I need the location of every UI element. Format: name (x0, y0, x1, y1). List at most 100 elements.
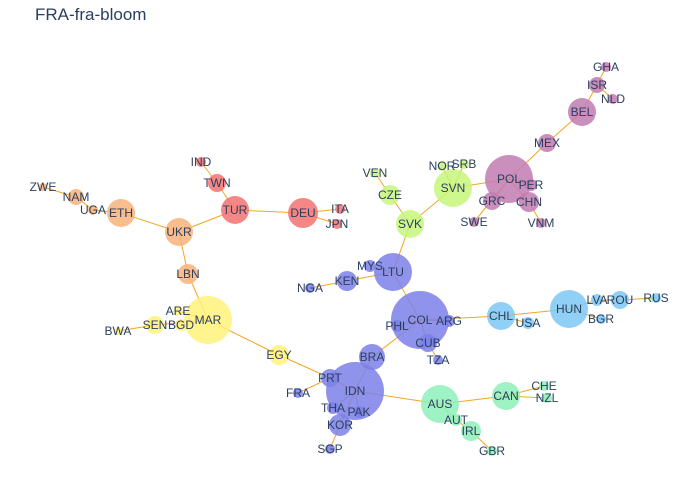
node-zwe[interactable] (39, 183, 47, 191)
node-cze[interactable] (380, 185, 400, 205)
node-fra[interactable] (293, 388, 303, 398)
node-label-fra: FRA (286, 386, 310, 400)
node-ken[interactable] (337, 271, 357, 291)
node-nor[interactable] (437, 161, 447, 171)
node-nzl[interactable] (542, 393, 552, 403)
node-label-srb: SRB (452, 157, 477, 171)
node-mex[interactable] (538, 134, 556, 152)
node-label-pak: PAK (347, 405, 370, 419)
node-tha[interactable] (327, 402, 339, 414)
node-label-swe: SWE (460, 215, 487, 229)
node-col[interactable] (391, 291, 449, 349)
node-ukr[interactable] (165, 218, 193, 246)
node-can[interactable] (492, 382, 520, 410)
node-label-isr: ISR (587, 78, 607, 92)
node-gha[interactable] (601, 62, 611, 72)
node-mys[interactable] (364, 260, 376, 272)
node-kor[interactable] (329, 414, 351, 436)
node-arg[interactable] (443, 315, 455, 327)
node-isr[interactable] (589, 77, 605, 93)
page-title: FRA-fra-bloom (35, 5, 147, 24)
node-per[interactable] (525, 179, 537, 191)
node-label-ukr: UKR (166, 225, 192, 239)
node-label-arg: ARG (436, 314, 462, 328)
node-label-aut: AUT (444, 413, 469, 427)
node-chn[interactable] (519, 192, 539, 212)
node-lva[interactable] (591, 294, 603, 306)
node-label-rus: RUS (643, 291, 668, 305)
node-aut[interactable] (450, 414, 462, 426)
node-nga[interactable] (305, 283, 315, 293)
node-label-grc: GRC (479, 194, 506, 208)
node-label-vnm: VNM (528, 216, 555, 230)
node-ind[interactable] (196, 157, 206, 167)
node-irl[interactable] (461, 421, 481, 441)
node-bra[interactable] (359, 344, 385, 370)
node-chl[interactable] (487, 302, 515, 330)
node-are[interactable] (173, 306, 183, 316)
node-eth[interactable] (107, 199, 135, 227)
node-ven[interactable] (370, 168, 380, 178)
node-label-bgr: BGR (588, 312, 614, 326)
node-twn[interactable] (208, 174, 226, 192)
node-phl[interactable] (391, 320, 403, 332)
node-aus[interactable] (421, 385, 459, 423)
node-cub[interactable] (419, 334, 437, 352)
node-svk[interactable] (396, 210, 424, 238)
node-label-kor: KOR (327, 418, 353, 432)
node-deu[interactable] (288, 198, 318, 228)
node-swe[interactable] (469, 217, 479, 227)
node-usa[interactable] (522, 317, 534, 329)
node-label-pol: POL (497, 172, 521, 186)
node-ita[interactable] (335, 204, 345, 214)
node-tur[interactable] (221, 196, 249, 224)
node-idn[interactable] (326, 362, 384, 420)
node-label-nzl: NZL (536, 391, 559, 405)
node-mar[interactable] (184, 296, 232, 344)
node-gbr[interactable] (487, 446, 497, 456)
node-label-col: COL (408, 313, 433, 327)
node-rou[interactable] (611, 291, 629, 309)
node-pak[interactable] (353, 406, 365, 418)
node-nam[interactable] (68, 189, 84, 205)
node-label-bgd: BGD (168, 318, 194, 332)
node-label-gbr: GBR (479, 444, 505, 458)
node-label-nor: NOR (429, 159, 456, 173)
node-label-svn: SVN (441, 181, 466, 195)
node-label-usa: USA (516, 316, 541, 330)
node-uga[interactable] (88, 205, 98, 215)
node-svn[interactable] (434, 169, 472, 207)
node-bgd[interactable] (175, 319, 187, 331)
node-tza[interactable] (433, 355, 443, 365)
node-pol[interactable] (485, 155, 533, 203)
node-label-twn: TWN (203, 176, 230, 190)
node-bwa[interactable] (114, 327, 122, 335)
node-label-bra: BRA (360, 350, 385, 364)
node-jpn[interactable] (332, 219, 342, 229)
node-label-bel: BEL (571, 105, 594, 119)
node-sgp[interactable] (325, 444, 335, 454)
node-lbn[interactable] (178, 264, 198, 284)
node-label-are: ARE (166, 304, 191, 318)
node-label-can: CAN (493, 389, 518, 403)
node-egy[interactable] (269, 345, 289, 365)
node-bel[interactable] (568, 98, 596, 126)
node-label-lbn: LBN (176, 267, 199, 281)
node-label-ken: KEN (335, 274, 360, 288)
node-nld[interactable] (608, 94, 618, 104)
node-srb[interactable] (459, 159, 469, 169)
node-sen[interactable] (146, 316, 164, 334)
node-label-chn: CHN (516, 195, 542, 209)
node-label-svk: SVK (398, 217, 422, 231)
node-hun[interactable] (550, 290, 588, 328)
node-label-mar: MAR (195, 313, 222, 327)
node-label-sgp: SGP (317, 442, 342, 456)
node-rus[interactable] (651, 293, 661, 303)
node-bgr[interactable] (596, 314, 606, 324)
node-che[interactable] (539, 381, 549, 391)
node-vnm[interactable] (536, 218, 546, 228)
node-grc[interactable] (483, 192, 501, 210)
node-label-che: CHE (531, 379, 556, 393)
node-ltu[interactable] (374, 253, 412, 291)
